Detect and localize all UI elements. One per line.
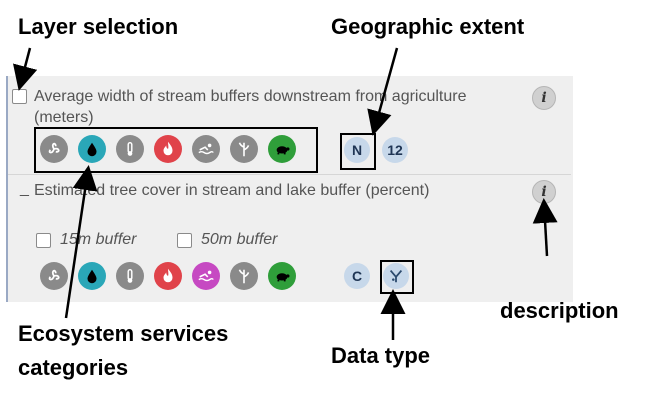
callout-ecosystem-line1: Ecosystem services [18, 321, 229, 346]
geographic-extent-highlight [340, 133, 376, 170]
layer1-count-badge[interactable]: 12 [382, 137, 408, 163]
turtle-icon[interactable] [268, 135, 296, 163]
callout-ecosystem-services: Ecosystem services categories [18, 321, 228, 381]
ecosystem-icons-highlight [34, 127, 318, 173]
option-50m-checkbox[interactable] [177, 233, 192, 248]
plant-icon[interactable] [230, 135, 258, 163]
swimmer-icon[interactable] [192, 262, 220, 290]
layer1-info-icon[interactable]: i [532, 86, 556, 110]
arrow-ecosystem-services [64, 165, 98, 319]
swimmer-icon[interactable] [192, 135, 220, 163]
callout-data-type: Data type [331, 343, 431, 368]
option-50m-label: 50m buffer [201, 231, 278, 248]
callout-ecosystem-line2: categories [18, 355, 129, 380]
arrow-layer-selection [13, 47, 38, 91]
callout-geographic-extent: Geographic extent [331, 14, 525, 39]
thermometer-icon[interactable] [116, 262, 144, 290]
layer2-collapse-dash[interactable]: _ [20, 180, 29, 197]
layer1-extent-badge[interactable]: N [344, 137, 370, 163]
water-drop-icon[interactable] [78, 262, 106, 290]
data-type-icon[interactable] [383, 263, 409, 289]
turtle-icon[interactable] [268, 262, 296, 290]
fan-icon[interactable] [40, 262, 68, 290]
fan-icon[interactable] [40, 135, 68, 163]
callout-layer-selection: Layer selection [18, 14, 179, 39]
arrow-geographic-extent [367, 47, 399, 136]
callout-layer-line2: description [500, 298, 619, 323]
layer2-title: Estimated tree cover in stream and lake … [34, 182, 430, 199]
flame-icon[interactable] [154, 135, 182, 163]
layer2-extent-badge[interactable]: C [344, 263, 370, 289]
plant-icon[interactable] [230, 262, 258, 290]
flame-icon[interactable] [154, 262, 182, 290]
arrow-layer-description [532, 198, 558, 257]
option-15m-checkbox[interactable] [36, 233, 51, 248]
layer1-title: Average width of stream buffers downstre… [34, 88, 467, 126]
water-drop-icon[interactable] [78, 135, 106, 163]
layer-divider [8, 174, 571, 175]
thermometer-icon[interactable] [116, 135, 144, 163]
